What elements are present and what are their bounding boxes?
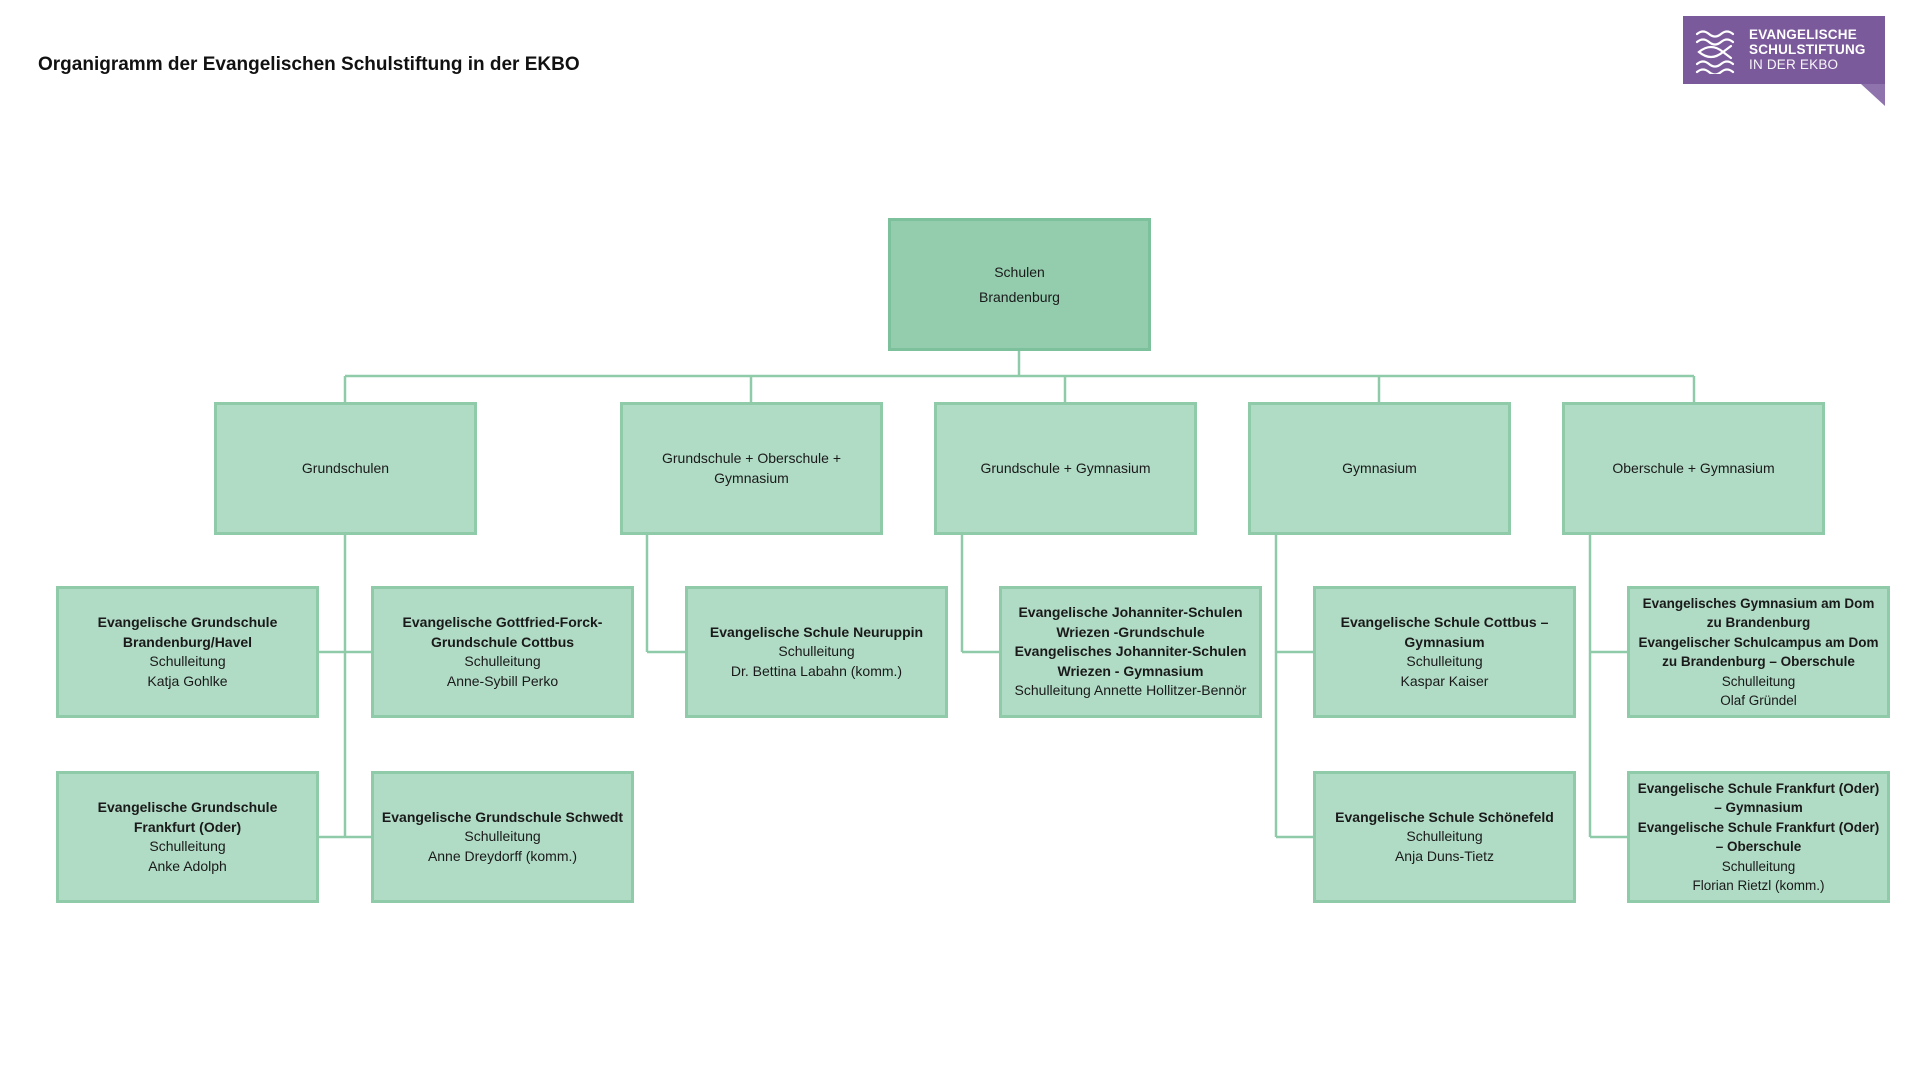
school-role: Schulleitung	[464, 828, 541, 845]
school-head: Anne-Sybill Perko	[446, 672, 559, 689]
school-name-oberschule: Evangelischer Schulcampus am Dom zu Bran…	[1638, 634, 1879, 670]
school-name: Evangelische Grundschule Frankfurt (Oder…	[97, 799, 278, 835]
school-role: Schulleitung	[1721, 858, 1796, 874]
school-head: Dr. Bettina Labahn (komm.)	[730, 662, 903, 679]
category-label: Grundschule + Oberschule + Gymnasium	[662, 450, 841, 486]
foundation-logo: EVANGELISCHE SCHULSTIFTUNG IN DER EKBO	[1683, 16, 1885, 84]
school-role: Schulleitung	[149, 653, 226, 669]
category-label: Grundschulen	[301, 459, 390, 476]
category-label: Oberschule + Gymnasium	[1612, 459, 1775, 476]
school-role: Schulleitung	[1406, 828, 1483, 845]
school-name: Evangelische Schule Cottbus – Gymnasium	[1340, 614, 1549, 650]
school-role: Schulleitung	[464, 653, 541, 669]
school-name: Evangelische Schule Neuruppin	[709, 623, 924, 640]
school-head: Kaspar Kaiser	[1400, 672, 1489, 689]
school-cottbus-gymnasium: Evangelische Schule Cottbus – Gymnasium …	[1313, 586, 1576, 718]
school-name-primary: Evangelische Johanniter-Schulen Wriezen …	[1018, 604, 1243, 640]
category-grundschule-gymnasium: Grundschule + Gymnasium	[934, 402, 1197, 535]
category-grundschule-oberschule-gymnasium: Grundschule + Oberschule + Gymnasium	[620, 402, 883, 535]
school-name-gymnasium: Evangelisches Gymnasium am Dom zu Brande…	[1642, 595, 1875, 631]
school-frankfurt-oder: Evangelische Schule Frankfurt (Oder) – G…	[1627, 771, 1890, 903]
root-label-line-2: Brandenburg	[979, 288, 1060, 305]
school-gs-frankfurt: Evangelische Grundschule Frankfurt (Oder…	[56, 771, 319, 903]
school-role: Schulleitung	[778, 643, 855, 660]
logo-line-1: EVANGELISCHE	[1749, 27, 1857, 42]
school-head: Anne Dreydorff (komm.)	[427, 847, 578, 864]
school-name: Evangelische Schule Schönefeld	[1335, 808, 1554, 825]
school-name-oberschule: Evangelische Schule Frankfurt (Oder) – O…	[1637, 819, 1880, 855]
school-head: Florian Rietzl (komm.)	[1692, 878, 1825, 893]
category-oberschule-gymnasium: Oberschule + Gymnasium	[1562, 402, 1825, 535]
school-name: Evangelische Grundschule Schwedt	[381, 808, 624, 825]
fish-wave-icon	[1695, 30, 1735, 74]
school-name: Evangelische Grundschule Brandenburg/Hav…	[97, 614, 278, 650]
category-grundschulen: Grundschulen	[214, 402, 477, 535]
school-head: Olaf Gründel	[1720, 693, 1797, 708]
school-gs-brandenburg: Evangelische Grundschule Brandenburg/Hav…	[56, 586, 319, 718]
school-role: Schulleitung	[1406, 653, 1483, 669]
school-head: Schulleitung Annette Hollitzer-Bennör	[1014, 682, 1247, 699]
category-label: Grundschule + Gymnasium	[980, 459, 1151, 476]
school-role: Schulleitung	[1721, 673, 1796, 689]
root-node-schools-brandenburg: Schulen Brandenburg	[888, 218, 1151, 351]
school-gs-cottbus: Evangelische Gottfried-Forck-Grundschule…	[371, 586, 634, 718]
school-name-gymnasium: Evangelische Schule Frankfurt (Oder) – G…	[1637, 780, 1880, 816]
school-name: Evangelische Gottfried-Forck-Grundschule…	[402, 614, 603, 650]
school-schoenefeld: Evangelische Schule Schönefeld Schulleit…	[1313, 771, 1576, 903]
logo-line-2: SCHULSTIFTUNG	[1749, 42, 1866, 57]
logo-tail	[1861, 84, 1885, 106]
school-head: Anja Duns-Tietz	[1394, 847, 1495, 864]
page-title: Organigramm der Evangelischen Schulstift…	[38, 54, 580, 75]
school-head: Anke Adolph	[148, 857, 227, 874]
root-label-line-1: Schulen	[994, 263, 1045, 280]
school-name-gymnasium: Evangelisches Johanniter-Schulen Wriezen…	[1014, 643, 1247, 679]
category-gymnasium: Gymnasium	[1248, 402, 1511, 535]
school-head: Katja Gohlke	[147, 672, 228, 689]
school-wriezen: Evangelische Johanniter-Schulen Wriezen …	[999, 586, 1262, 718]
school-gs-schwedt: Evangelische Grundschule Schwedt Schulle…	[371, 771, 634, 903]
school-role: Schulleitung	[149, 838, 226, 854]
category-label: Gymnasium	[1342, 459, 1417, 476]
school-dom-brandenburg: Evangelisches Gymnasium am Dom zu Brande…	[1627, 586, 1890, 718]
school-neuruppin: Evangelische Schule Neuruppin Schulleitu…	[685, 586, 948, 718]
logo-line-3: IN DER EKBO	[1749, 57, 1839, 72]
